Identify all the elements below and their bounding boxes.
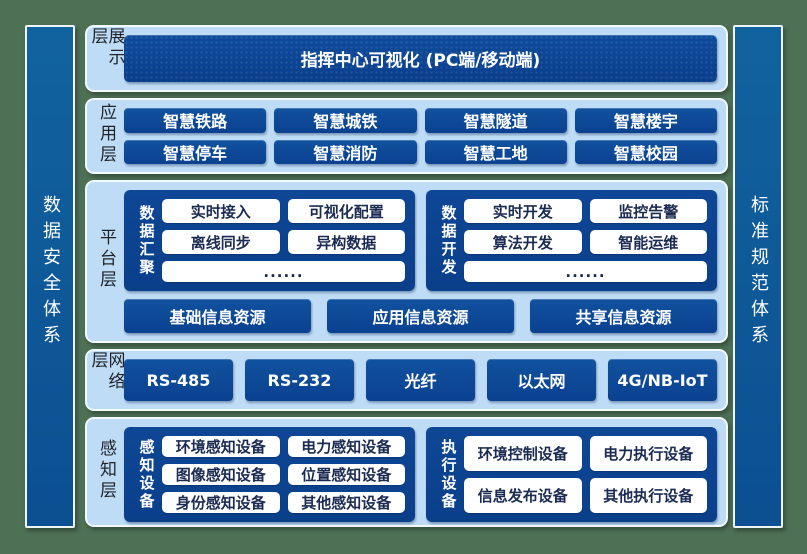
block-other-sensing: 其他感知设备 (287, 492, 405, 513)
block-identity-sensing: 身份感知设备 (162, 492, 280, 513)
standards-system-bar: 标准规范体系 (733, 25, 783, 528)
block-env-sensing: 环境感知设备 (162, 436, 280, 457)
block-shared-info-resources: 共享信息资源 (530, 299, 717, 333)
platform-layer-panel: 平台层 数据汇聚 实时接入 可视化配置 离线同步 异构数据 ...... (85, 180, 728, 343)
block-basic-info-resources: 基础信息资源 (124, 299, 311, 333)
standards-system-label: 标准规范体系 (748, 194, 769, 351)
block-offline-sync: 离线同步 (162, 230, 280, 254)
network-grid: RS-485 RS-232 光纤 以太网 4G/NB-IoT (124, 359, 717, 401)
block-4g-nbiot: 4G/NB-IoT (608, 359, 717, 401)
resource-row: 基础信息资源 应用信息资源 共享信息资源 (124, 299, 717, 333)
block-rs232: RS-232 (245, 359, 354, 401)
app-block-smart-parking: 智慧停车 (124, 139, 267, 164)
display-layer-panel: 展示层 指挥中心可视化 (PC端/移动端) (85, 25, 728, 92)
block-aggregation-more: ...... (162, 261, 405, 282)
block-power-execution: 电力执行设备 (589, 436, 707, 471)
data-security-system-label: 数据安全体系 (40, 194, 61, 351)
block-realtime-access: 实时接入 (162, 199, 280, 223)
block-power-sensing: 电力感知设备 (287, 436, 405, 457)
sensing-devices-group: 感知设备 环境感知设备 电力感知设备 图像感知设备 位置感知设备 身份感知设备 … (124, 427, 415, 522)
block-info-publishing: 信息发布设备 (464, 478, 582, 513)
application-layer-content: 智慧铁路 智慧城铁 智慧隧道 智慧楼宇 智慧停车 智慧消防 智慧工地 智慧校园 (124, 100, 726, 172)
block-app-info-resources: 应用信息资源 (327, 299, 514, 333)
display-layer-content: 指挥中心可视化 (PC端/移动端) (124, 27, 726, 90)
application-layer-panel: 应用层 智慧铁路 智慧城铁 智慧隧道 智慧楼宇 智慧停车 智慧消防 智慧工地 智… (85, 98, 728, 174)
platform-groups: 数据汇聚 实时接入 可视化配置 离线同步 异构数据 ...... 数据开发 (124, 190, 717, 291)
block-visual-config: 可视化配置 (287, 199, 405, 223)
layer-stack: 展示层 指挥中心可视化 (PC端/移动端) 应用层 智慧铁路 智慧城铁 智慧隧道… (85, 25, 728, 528)
data-development-grid: 实时开发 监控告警 算法开发 智能运维 ...... (464, 199, 707, 282)
app-block-smart-building: 智慧楼宇 (574, 108, 717, 133)
block-location-sensing: 位置感知设备 (287, 464, 405, 485)
sensing-devices-group-label: 感知设备 (137, 438, 156, 511)
app-block-smart-railway: 智慧铁路 (124, 108, 267, 133)
data-development-group: 数据开发 实时开发 监控告警 算法开发 智能运维 ...... (426, 190, 717, 291)
app-block-smart-worksite: 智慧工地 (424, 139, 567, 164)
block-fiber: 光纤 (366, 359, 475, 401)
application-layer-label: 应用层 (96, 102, 116, 166)
application-grid: 智慧铁路 智慧城铁 智慧隧道 智慧楼宇 智慧停车 智慧消防 智慧工地 智慧校园 (124, 108, 717, 164)
app-block-smart-tunnel: 智慧隧道 (424, 108, 567, 133)
data-security-system-bar: 数据安全体系 (25, 25, 75, 528)
perception-layer-label: 感知层 (96, 438, 116, 502)
network-layer-label: 网络层 (87, 351, 125, 393)
perception-groups: 感知设备 环境感知设备 电力感知设备 图像感知设备 位置感知设备 身份感知设备 … (124, 427, 717, 522)
data-development-group-label: 数据开发 (439, 204, 458, 277)
data-aggregation-grid: 实时接入 可视化配置 离线同步 异构数据 ...... (162, 199, 405, 282)
app-block-smart-firefighting: 智慧消防 (274, 139, 417, 164)
perception-layer-content: 感知设备 环境感知设备 电力感知设备 图像感知设备 位置感知设备 身份感知设备 … (124, 419, 726, 525)
perception-layer-panel: 感知层 感知设备 环境感知设备 电力感知设备 图像感知设备 位置感知设备 身份感… (85, 417, 728, 527)
display-layer-label: 展示层 (87, 27, 125, 69)
platform-layer-label: 平台层 (96, 228, 116, 291)
block-image-sensing: 图像感知设备 (162, 464, 280, 485)
block-other-execution: 其他执行设备 (589, 478, 707, 513)
block-ethernet: 以太网 (487, 359, 596, 401)
block-env-control: 环境控制设备 (464, 436, 582, 471)
network-layer-panel: 网络层 RS-485 RS-232 光纤 以太网 4G/NB-IoT (85, 349, 728, 411)
block-monitor-alert: 监控告警 (589, 199, 707, 223)
block-realtime-dev: 实时开发 (464, 199, 582, 223)
sensing-devices-grid: 环境感知设备 电力感知设备 图像感知设备 位置感知设备 身份感知设备 其他感知设… (162, 436, 405, 513)
data-aggregation-group: 数据汇聚 实时接入 可视化配置 离线同步 异构数据 ...... (124, 190, 415, 291)
data-aggregation-group-label: 数据汇聚 (137, 204, 156, 277)
app-block-smart-metro: 智慧城铁 (274, 108, 417, 133)
command-center-visualization-block: 指挥中心可视化 (PC端/移动端) (124, 35, 717, 82)
block-rs485: RS-485 (124, 359, 233, 401)
app-block-smart-campus: 智慧校园 (574, 139, 717, 164)
block-heterogeneous-data: 异构数据 (287, 230, 405, 254)
block-development-more: ...... (464, 261, 707, 282)
network-layer-content: RS-485 RS-232 光纤 以太网 4G/NB-IoT (124, 351, 726, 409)
execution-devices-grid: 环境控制设备 电力执行设备 信息发布设备 其他执行设备 (464, 436, 707, 513)
block-algorithm-dev: 算法开发 (464, 230, 582, 254)
block-intelligent-ops: 智能运维 (589, 230, 707, 254)
platform-layer-content: 数据汇聚 实时接入 可视化配置 离线同步 异构数据 ...... 数据开发 (124, 182, 726, 341)
execution-devices-group-label: 执行设备 (439, 438, 458, 511)
execution-devices-group: 执行设备 环境控制设备 电力执行设备 信息发布设备 其他执行设备 (426, 427, 717, 522)
